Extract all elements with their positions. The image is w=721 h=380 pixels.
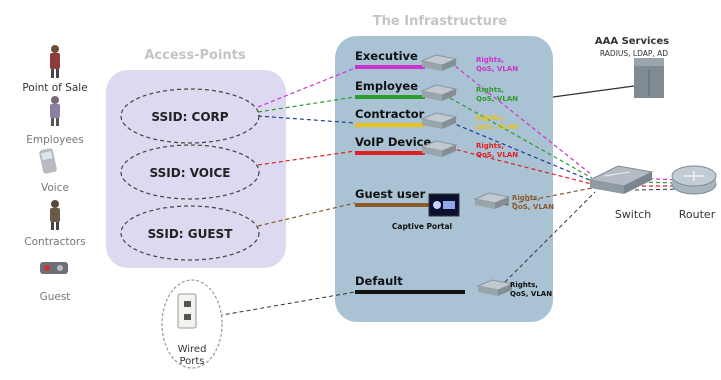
- access-device-icon: [420, 112, 458, 129]
- ssid-corp: SSID: CORP: [120, 88, 260, 144]
- phone-icon: [39, 148, 57, 174]
- role-policy-text: QoS, VLAN: [512, 203, 554, 211]
- role-policy-text: Rights,: [476, 142, 504, 150]
- aaa-server-icon: [634, 58, 664, 98]
- role-policy-text: Rights,: [476, 56, 504, 64]
- ssid-guest-label: SSID: GUEST: [148, 227, 234, 241]
- client-voice: Voice: [41, 182, 69, 194]
- client-point-of-sale: Point of Sale: [22, 82, 87, 94]
- employee-icon: [50, 96, 60, 126]
- role-color-bar: [355, 95, 425, 99]
- router-label: Router: [679, 208, 716, 221]
- client-employees: Employees: [26, 134, 83, 146]
- role-label: Guest user: [355, 187, 426, 201]
- role-policy-text: QoS, VLAN: [476, 95, 518, 103]
- contractor-icon: [50, 200, 60, 230]
- access-device-icon: [473, 192, 511, 209]
- role-label: VoIP Device: [355, 135, 431, 149]
- infrastructure-title: The Infrastructure: [373, 14, 508, 29]
- role-label: Default: [355, 274, 403, 288]
- aaa-services-subtitle: RADIUS, LDAP, AD: [600, 49, 668, 58]
- ssid-corp-label: SSID: CORP: [151, 110, 228, 124]
- role-policy-text: Rights,: [512, 194, 540, 202]
- role-color-bar: [355, 151, 425, 155]
- access-device-icon: [476, 279, 514, 296]
- client-guest: Guest: [40, 291, 71, 303]
- role-color-bar: [355, 203, 435, 207]
- access-device-icon: [420, 54, 458, 71]
- captive-portal-icon: [428, 193, 460, 217]
- aaa-services-title: AAA Services: [595, 36, 669, 47]
- access-device-icon: [420, 84, 458, 101]
- ssid-guest: SSID: GUEST: [120, 205, 260, 261]
- ssid-voice: SSID: VOICE: [120, 144, 260, 200]
- switch-icon: [588, 165, 654, 194]
- role-policy-text: Rights,: [510, 281, 538, 289]
- wired-ports-icon: [161, 279, 223, 369]
- role-label: Executive: [355, 49, 418, 63]
- ssid-voice-label: SSID: VOICE: [150, 166, 231, 180]
- access-points-panel: [106, 70, 286, 268]
- role-policy-text: QoS, VLAN: [476, 123, 518, 131]
- role-policy-text: QoS, VLAN: [510, 290, 552, 298]
- role-policy-text: Rights,: [476, 114, 504, 122]
- role-color-bar: [355, 290, 465, 294]
- guest-device-icon: [40, 262, 68, 274]
- switch-label: Switch: [615, 208, 651, 221]
- wired-ports-label-line2: Ports: [179, 356, 204, 367]
- aaa-link: [552, 85, 635, 98]
- role-label: Contractor: [355, 107, 425, 121]
- access-points-title: Access-Points: [144, 48, 246, 63]
- role-policy-text: QoS, VLAN: [476, 65, 518, 73]
- role-policy-text: QoS, VLAN: [476, 151, 518, 159]
- role-label: Employee: [355, 79, 418, 93]
- router-icon: [671, 165, 717, 195]
- role-policy-text: Rights,: [476, 86, 504, 94]
- captive-portal-label: Captive Portal: [392, 222, 452, 231]
- access-device-icon: [420, 140, 458, 157]
- client-contractors: Contractors: [24, 236, 85, 248]
- person-icon: [50, 45, 60, 78]
- wired-ports-label-line1: Wired: [178, 344, 207, 355]
- infrastructure-panel: [335, 36, 553, 322]
- ap-role-links: [204, 67, 356, 319]
- role-color-bar: [355, 123, 425, 127]
- role-color-bar: [355, 65, 425, 69]
